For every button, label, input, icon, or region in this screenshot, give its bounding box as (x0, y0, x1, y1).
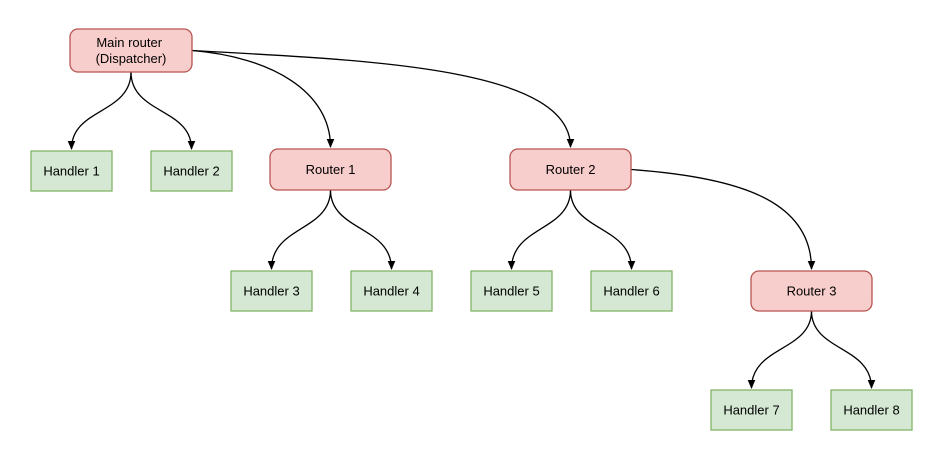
node-handler2: Handler 2 (150, 150, 233, 192)
edge-router1-to-handler3 (267, 189, 332, 270)
handler8-box (830, 389, 913, 431)
main-router-label: Main router (Dispatcher) (96, 35, 167, 66)
handler5-box (470, 270, 553, 312)
handler2-label: Handler 2 (163, 164, 219, 179)
edge-router3-to-handler8 (810, 310, 876, 389)
node-handler8: Handler 8 (830, 389, 913, 431)
edge-main-to-handler2 (130, 71, 196, 150)
node-router3: Router 3 (750, 270, 873, 312)
handler4-label: Handler 4 (363, 284, 419, 299)
handler3-box (230, 270, 313, 312)
router2-box (509, 148, 632, 191)
node-handler4: Handler 4 (350, 270, 433, 312)
router2-label: Router 2 (546, 162, 596, 177)
edge-main-to-router2 (191, 49, 575, 148)
handler6-box (590, 270, 673, 312)
router1-label: Router 1 (306, 162, 356, 177)
main-router-box (69, 28, 193, 73)
router3-label: Router 3 (787, 284, 837, 299)
node-handler6: Handler 6 (590, 270, 673, 312)
handler1-box (30, 150, 113, 192)
handler7-box (710, 389, 793, 431)
handler4-box (350, 270, 433, 312)
handler3-label: Handler 3 (243, 284, 299, 299)
edge-router3-to-handler7 (747, 310, 813, 389)
edge-main-to-router1 (191, 49, 335, 148)
node-handler3: Handler 3 (230, 270, 313, 312)
node-main-router: Main router (Dispatcher) (69, 28, 193, 73)
edges-layer (67, 49, 876, 389)
handler6-label: Handler 6 (603, 284, 659, 299)
edge-router1-to-handler4 (329, 189, 396, 270)
node-handler7: Handler 7 (710, 389, 793, 431)
router1-box (269, 148, 392, 191)
edge-router2-to-router3 (630, 168, 816, 270)
handler2-box (150, 150, 233, 192)
node-handler1: Handler 1 (30, 150, 113, 192)
node-handler5: Handler 5 (470, 270, 553, 312)
handler1-label: Handler 1 (43, 164, 99, 179)
node-router2: Router 2 (509, 148, 632, 191)
handler7-label: Handler 7 (723, 403, 779, 418)
router3-box (750, 270, 873, 312)
node-router1: Router 1 (269, 148, 392, 191)
handler5-label: Handler 5 (483, 284, 539, 299)
edge-router2-to-handler6 (569, 189, 636, 270)
edge-router2-to-handler5 (507, 189, 572, 270)
handler8-label: Handler 8 (843, 403, 899, 418)
edge-main-to-handler1 (67, 71, 132, 150)
